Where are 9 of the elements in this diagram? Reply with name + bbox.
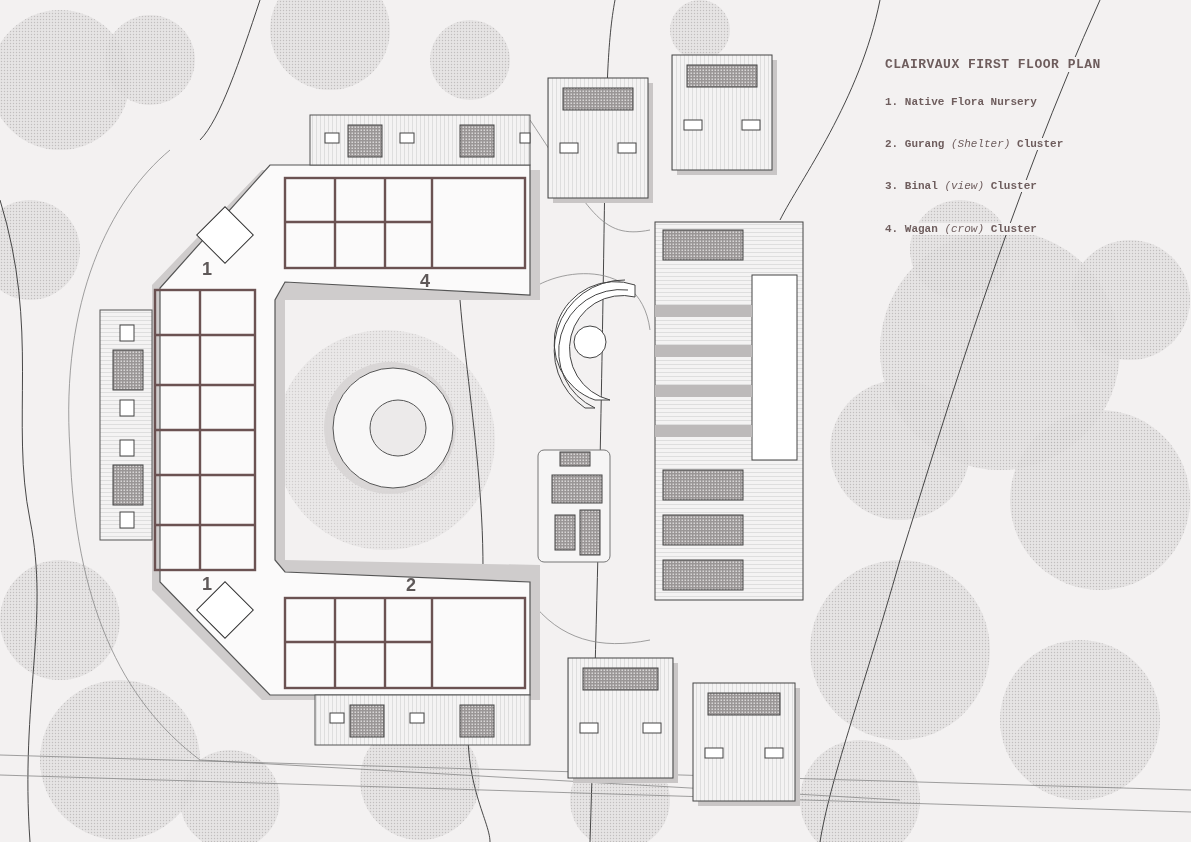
legend-item: 4. Wagan (crow) Cluster	[885, 223, 1037, 235]
legend-item: 1. Native Flora Nursery	[885, 96, 1037, 108]
callout-number: 4	[420, 271, 430, 292]
legend-item: 3. Binal (view) Cluster	[885, 180, 1037, 192]
legend-item: 2. Gurang (Shelter) Cluster	[885, 138, 1064, 150]
callout-number: 1	[202, 574, 212, 595]
callout-number: 1	[202, 259, 212, 280]
plan-title: CLAIRVAUX FIRST FLOOR PLAN	[885, 57, 1101, 72]
callout-number: 2	[406, 575, 416, 596]
